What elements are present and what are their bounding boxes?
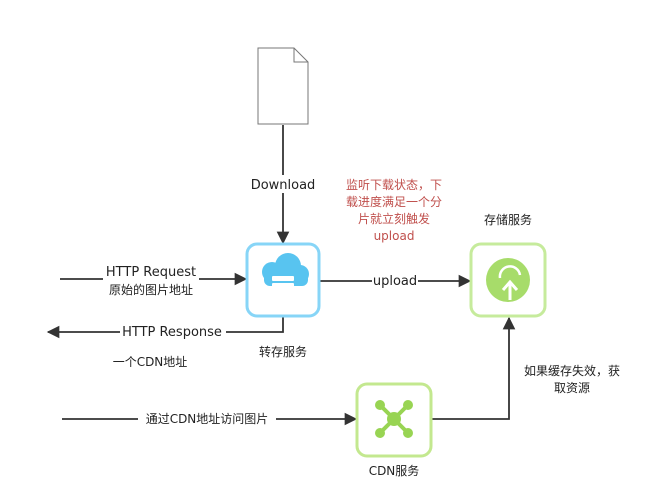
http-response-sublabel: 一个CDN地址 xyxy=(113,355,188,369)
cdn-service-node[interactable] xyxy=(355,382,433,458)
cache-miss-label-line1: 如果缓存失效，获 xyxy=(524,363,620,378)
storage-service-node[interactable] xyxy=(469,242,547,318)
transfer-service-label: 转存服务 xyxy=(259,344,307,359)
cdn-access-label: 通过CDN地址访问图片 xyxy=(146,412,269,426)
transfer-service-node[interactable] xyxy=(245,242,321,318)
upload-label: upload xyxy=(373,274,417,289)
note-line-1: 监听下载状态，下 xyxy=(346,178,442,192)
http-response-label: HTTP Response xyxy=(122,325,222,340)
cdn-service-label: CDN服务 xyxy=(369,463,420,478)
network-hub-icon xyxy=(375,400,413,438)
document-icon xyxy=(257,47,309,125)
cloud-server-icon xyxy=(262,253,309,295)
http-request-label: HTTP Request xyxy=(106,265,196,280)
http-request-sublabel: 原始的图片地址 xyxy=(109,282,193,297)
upload-trigger-note: 监听下载状态，下 载进度满足一个分 片就立刻触发 upload xyxy=(346,178,442,243)
note-line-3: 片就立刻触发 xyxy=(358,211,430,226)
cache-miss-label-line2: 取资源 xyxy=(554,381,590,395)
note-line-4: upload xyxy=(374,229,415,243)
note-line-2: 载进度满足一个分 xyxy=(346,194,442,209)
cache-miss-arrow xyxy=(432,316,516,420)
storage-service-label: 存储服务 xyxy=(484,212,532,227)
cloud-upload-icon xyxy=(486,258,530,302)
download-label: Download xyxy=(251,178,316,193)
